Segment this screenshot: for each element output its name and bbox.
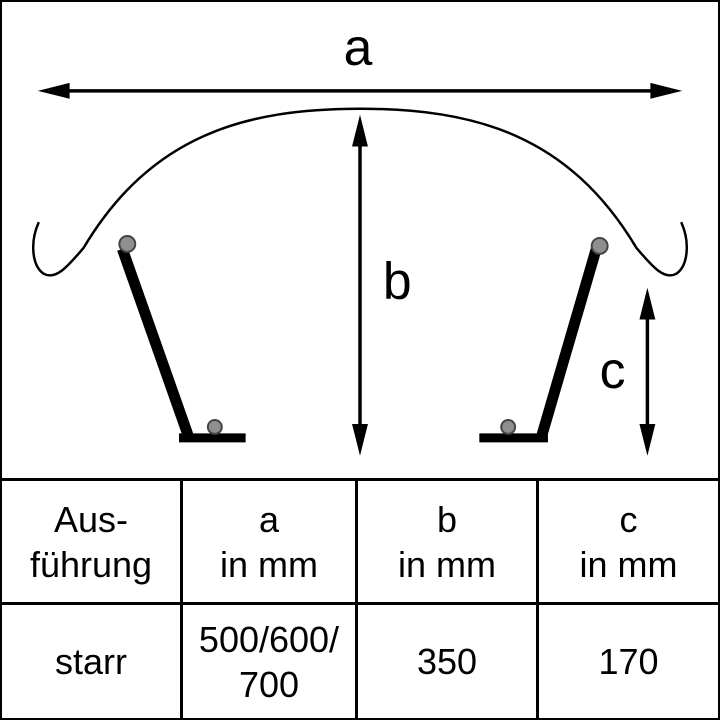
dim-a-label: a	[344, 18, 373, 76]
bracket-right	[479, 237, 609, 443]
cell-line: starr	[55, 641, 127, 682]
header-line: a	[258, 498, 280, 540]
arrow-down-icon	[639, 423, 656, 456]
profile-diagram-svg: a b	[32, 18, 688, 456]
dimension-table: Aus- führung a in mm b in mm c in mm sta…	[2, 478, 718, 718]
arrow-left-icon	[37, 82, 70, 99]
profile-curve	[32, 107, 688, 277]
bolt-icon	[590, 237, 609, 255]
header-line: in mm	[398, 543, 496, 585]
bracket-left-strut	[117, 247, 194, 437]
table-header-ausfuehrung: Aus- führung	[2, 481, 183, 605]
dimension-b-arrow: b	[352, 114, 412, 456]
header-line: Aus-	[53, 498, 129, 540]
dimension-c-arrow: c	[600, 287, 656, 456]
bracket-left	[117, 235, 246, 443]
dimension-a-arrow: a	[37, 18, 683, 99]
table-cell-a-value: 500/600/ 700	[183, 605, 358, 718]
dim-c-label: c	[600, 341, 626, 399]
bolt-icon	[500, 419, 517, 435]
cell-line: 350	[416, 641, 478, 682]
cell-line: 170	[598, 641, 659, 682]
cell-line: 500/600/	[198, 618, 340, 660]
table-cell-b-value: 350	[358, 605, 539, 718]
arrow-up-icon	[352, 114, 368, 147]
table-cell-c-value: 170	[539, 605, 718, 718]
arrow-right-icon	[650, 82, 683, 99]
bolt-icon	[206, 419, 223, 435]
arrow-down-icon	[352, 423, 368, 456]
header-line: führung	[29, 543, 153, 585]
dim-b-label: b	[383, 252, 412, 310]
header-line: in mm	[579, 543, 678, 585]
header-line: in mm	[220, 543, 318, 585]
cell-line: 700	[238, 663, 300, 705]
table-header-c: c in mm	[539, 481, 718, 605]
table-cell-ausfuehrung-value: starr	[2, 605, 183, 718]
table-header-b: b in mm	[358, 481, 539, 605]
profile-diagram: a b	[2, 2, 718, 478]
header-line: b	[436, 498, 458, 540]
bracket-right-strut	[536, 242, 603, 437]
arrow-up-icon	[639, 287, 656, 320]
header-line: c	[619, 498, 638, 540]
table-header-a: a in mm	[183, 481, 358, 605]
bolt-icon	[118, 235, 137, 253]
